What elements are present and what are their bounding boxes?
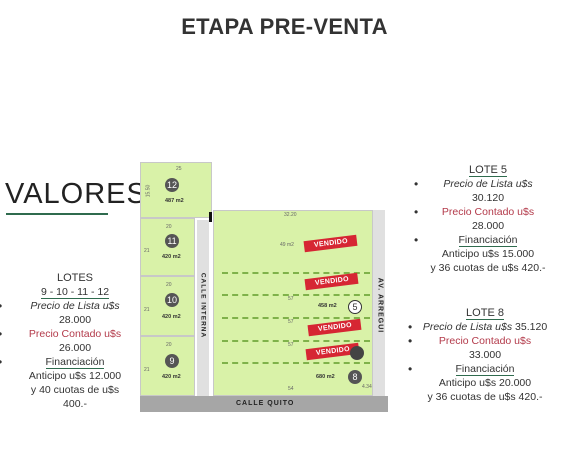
dim-label: 21 xyxy=(144,248,150,254)
dim-label: 20 xyxy=(166,282,172,288)
lote5-financiacion-label: Financiación xyxy=(458,234,518,247)
valores-underline xyxy=(6,213,108,215)
valores-heading: VALORES xyxy=(5,178,147,210)
bullet: • xyxy=(0,355,2,369)
lote5-precio-contado-value: 28.000 xyxy=(471,220,505,232)
dim-label: 21 xyxy=(144,307,150,313)
bullet: • xyxy=(0,327,2,341)
lot-divider xyxy=(222,340,370,342)
lot-divider xyxy=(222,294,370,296)
lote5-precio-lista-label: Precio de Lista u$s xyxy=(443,178,533,190)
bullet: • xyxy=(414,205,419,219)
black-marker xyxy=(209,212,212,222)
lote8-info: LOTE 8 • Precio de Lista u$s 35.120 • Prec… xyxy=(408,306,550,404)
lote8-precio-contado-value: 33.000 xyxy=(468,349,502,361)
precio-lista-label: Precio de Lista u$s xyxy=(30,300,120,312)
dim-label: 4.34 xyxy=(362,384,372,390)
bullet: • xyxy=(408,320,413,334)
lot-area: 680 m2 xyxy=(316,374,335,380)
anticipo-text: Anticipo u$s 12.000 xyxy=(28,370,122,382)
calle-interna-label: CALLE INTERNA xyxy=(199,272,207,339)
dim-label: 54 xyxy=(288,386,294,392)
lot-area: 458 m2 xyxy=(318,303,337,309)
lote8-cuotas: y 36 cuotas de u$s 420.- xyxy=(427,391,543,403)
lote8-precio-contado-label: Precio Contado u$s xyxy=(438,335,532,347)
lots-head: LOTES xyxy=(56,272,94,284)
dim-label: 57 xyxy=(288,319,294,325)
lots-list: 9 - 10 - 11 - 12 xyxy=(40,286,110,299)
lot-number-badge: 9 xyxy=(165,354,179,368)
lote5-precio-lista-value: 30.120 xyxy=(471,192,505,204)
cuotas-text: y 40 cuotas de u$s 400.- xyxy=(30,384,120,410)
bullet: • xyxy=(414,233,419,247)
lot-number-badge: 5 xyxy=(348,300,362,314)
bullet: • xyxy=(408,334,413,348)
dim-label: 20 xyxy=(166,224,172,230)
precio-contado-value: 26.000 xyxy=(58,342,92,354)
calle-interna-road xyxy=(197,220,209,396)
bullet: • xyxy=(0,299,2,313)
precio-contado-label: Precio Contado u$s xyxy=(28,328,122,340)
lote8-precio-lista-value: 35.120 xyxy=(515,321,548,333)
lote8-head: LOTE 8 xyxy=(466,307,504,320)
lote5-precio-contado-label: Precio Contado u$s xyxy=(441,206,535,218)
lot-area: 487 m2 xyxy=(165,198,184,204)
lot-divider xyxy=(222,317,370,319)
lot-number-badge: 11 xyxy=(165,234,179,248)
lot-divider xyxy=(222,272,370,274)
lote8-anticipo: Anticipo u$s 20.000 xyxy=(438,377,532,389)
bullet: • xyxy=(408,362,413,376)
lote5-head: LOTE 5 xyxy=(469,164,507,177)
calle-quito-label: CALLE QUITO xyxy=(236,400,295,407)
lot-marker xyxy=(350,346,364,360)
top-area-label: 49 m2 xyxy=(280,242,294,248)
dim-label: 57 xyxy=(288,342,294,348)
lot-number-badge: 10 xyxy=(165,293,179,307)
lot-area: 420 m2 xyxy=(162,254,181,260)
lot-area: 420 m2 xyxy=(162,314,181,320)
page-title: ETAPA PRE-VENTA xyxy=(181,14,388,39)
lote5-cuotas: y 36 cuotas de u$s 420.- xyxy=(430,262,546,274)
av-arregui-label: AV. ARREGUI xyxy=(376,277,384,334)
dim-label: 32.20 xyxy=(284,212,297,218)
lote5-anticipo: Anticipo u$s 15.000 xyxy=(441,248,535,260)
lot-number-badge: 12 xyxy=(165,178,179,192)
site-map: CALLE INTERNA AV. ARREGUI CALLE QUITO 12… xyxy=(140,162,390,414)
left-lots-info: LOTES 9 - 10 - 11 - 12 • Precio de Lista … xyxy=(0,271,130,411)
lote8-precio-lista-label: Precio de Lista u$s xyxy=(422,321,513,333)
lot-area: 420 m2 xyxy=(162,374,181,380)
dim-label: 15.50 xyxy=(145,184,152,198)
precio-lista-value: 28.000 xyxy=(58,314,92,326)
lote5-info: LOTE 5 • Precio de Lista u$s 30.120 • Prec… xyxy=(414,163,548,275)
lote8-financiacion-label: Financiación xyxy=(455,363,515,376)
dim-label: 25 xyxy=(176,166,182,172)
dim-label: 57 xyxy=(288,296,294,302)
calle-quito-road xyxy=(140,396,388,412)
lot-number-badge: 8 xyxy=(348,370,362,384)
financiacion-label: Financiación xyxy=(45,356,105,369)
bullet: • xyxy=(414,177,419,191)
lot-divider xyxy=(222,362,370,364)
dim-label: 20 xyxy=(166,342,172,348)
dim-label: 21 xyxy=(144,367,150,373)
av-arregui-road xyxy=(373,210,385,396)
